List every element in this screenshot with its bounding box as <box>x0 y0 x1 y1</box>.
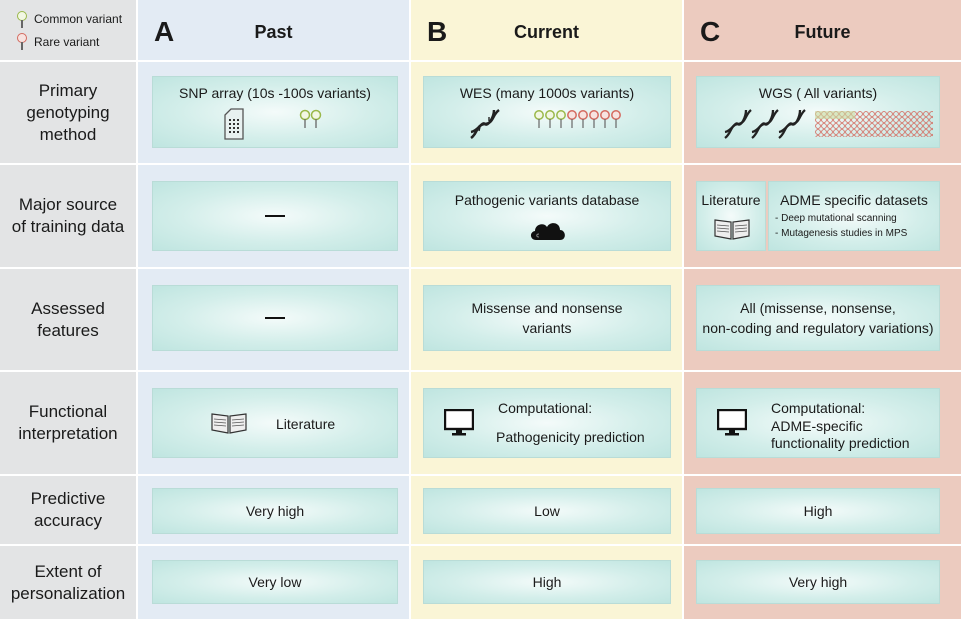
features-future-cell: All (missense, nonsense, non-coding and … <box>684 269 963 372</box>
training-future-adme-text: ADME specific datasets <box>780 192 928 208</box>
training-future-lit-text: Literature <box>701 192 761 208</box>
features-current-box: Missense and nonsense variants <box>423 285 671 351</box>
accuracy-future-box: High <box>696 488 940 534</box>
training-current-cell: Pathogenic variants database <box>411 165 684 269</box>
interpretation-current-cell: Computational: Pathogenicity prediction <box>411 372 684 476</box>
dna-icon <box>470 108 500 140</box>
training-past-cell <box>138 165 411 269</box>
training-future-item2: - Mutagenesis studies in MPS <box>775 228 908 239</box>
rare-variant-pin-icon <box>17 33 27 50</box>
training-current-box: Pathogenic variants database <box>423 181 671 251</box>
genotyping-past-box: SNP array (10s -100s variants) <box>152 76 398 148</box>
all-variants-icon <box>815 111 933 137</box>
row-label-personalization: Extent of personalization <box>0 546 138 621</box>
personalization-current-box: High <box>423 560 671 604</box>
training-future-cell: Literature ADME specific datasets - Deep… <box>684 165 963 269</box>
interpretation-past-box: Literature <box>152 388 398 458</box>
features-current-cell: Missense and nonsense variants <box>411 269 684 372</box>
column-letter: B <box>427 16 448 47</box>
column-letter: C <box>700 16 721 47</box>
interpretation-current-line1: Computational: <box>498 400 593 416</box>
interpretation-past-text: Literature <box>276 416 336 432</box>
training-future-adme-box: ADME specific datasets - Deep mutational… <box>768 181 940 251</box>
monitor-icon <box>717 409 747 436</box>
accuracy-current-cell: Low <box>411 476 684 546</box>
personalization-past-box: Very low <box>152 560 398 604</box>
row-label-genotyping: Primary genotyping method <box>0 62 138 165</box>
book-icon <box>211 413 247 434</box>
features-past-dash <box>265 317 285 319</box>
row-label-interpretation: Functional interpretation <box>0 372 138 476</box>
training-future-lit-box: Literature <box>696 181 766 251</box>
genotyping-current-cell: WES (many 1000s variants) <box>411 62 684 165</box>
accuracy-past-cell: Very high <box>138 476 411 546</box>
genotyping-future-text: WGS ( All variants) <box>758 85 878 101</box>
genotyping-future-cell: WGS ( All variants) <box>684 62 963 165</box>
genotyping-current-box: WES (many 1000s variants) <box>423 76 671 148</box>
snp-chip-icon <box>224 108 244 140</box>
training-past-dash <box>265 215 285 217</box>
interpretation-future-line2: ADME-specific functionality prediction <box>771 418 910 451</box>
features-past-box <box>152 285 398 351</box>
column-header-current: B Current <box>411 0 684 62</box>
genotyping-current-text: WES (many 1000s variants) <box>459 85 635 101</box>
interpretation-current-box: Computational: Pathogenicity prediction <box>423 388 671 458</box>
personalization-future-cell: Very high <box>684 546 963 621</box>
common-variant-pins-icon <box>299 109 322 128</box>
interpretation-current-line2: Pathogenicity prediction <box>496 429 645 445</box>
variant-pins-icon <box>534 110 621 128</box>
column-title: Future <box>794 22 851 42</box>
interpretation-future-cell: Computational: ADME-specific functionali… <box>684 372 963 476</box>
column-header-past: A Past <box>138 0 411 62</box>
features-past-cell <box>138 269 411 372</box>
column-header-future: C Future <box>684 0 963 62</box>
row-label-features: Assessed features <box>0 269 138 372</box>
genotyping-past-cell: SNP array (10s -100s variants) <box>138 62 411 165</box>
column-title: Past <box>254 22 293 42</box>
row-label-accuracy: Predictive accuracy <box>0 476 138 546</box>
cloud-icon <box>530 223 565 240</box>
interpretation-future-line1: Computational: <box>771 400 866 416</box>
book-icon <box>714 219 750 240</box>
monitor-icon <box>444 409 474 436</box>
accuracy-current-box: Low <box>423 488 671 534</box>
column-letter: A <box>154 16 175 47</box>
training-current-text: Pathogenic variants database <box>454 192 640 208</box>
row-label-training: Major source of training data <box>0 165 138 269</box>
accuracy-past-box: Very high <box>152 488 398 534</box>
interpretation-future-box: Computational: ADME-specific functionali… <box>696 388 940 458</box>
column-title: Current <box>513 22 579 42</box>
features-future-box: All (missense, nonsense, non-coding and … <box>696 285 940 351</box>
training-past-box <box>152 181 398 251</box>
legend-cell: Common variant Rare variant <box>0 0 138 62</box>
genotyping-past-text: SNP array (10s -100s variants) <box>179 85 371 101</box>
personalization-current-cell: High <box>411 546 684 621</box>
legend-common-label: Common variant <box>34 12 123 26</box>
legend-rare-label: Rare variant <box>34 35 100 49</box>
dna-triple-icon <box>724 109 806 139</box>
interpretation-past-cell: Literature <box>138 372 411 476</box>
training-future-item1: - Deep mutational scanning <box>775 213 897 224</box>
accuracy-future-cell: High <box>684 476 963 546</box>
personalization-future-box: Very high <box>696 560 940 604</box>
genotyping-future-box: WGS ( All variants) <box>696 76 940 148</box>
personalization-past-cell: Very low <box>138 546 411 621</box>
common-variant-pin-icon <box>17 11 27 28</box>
